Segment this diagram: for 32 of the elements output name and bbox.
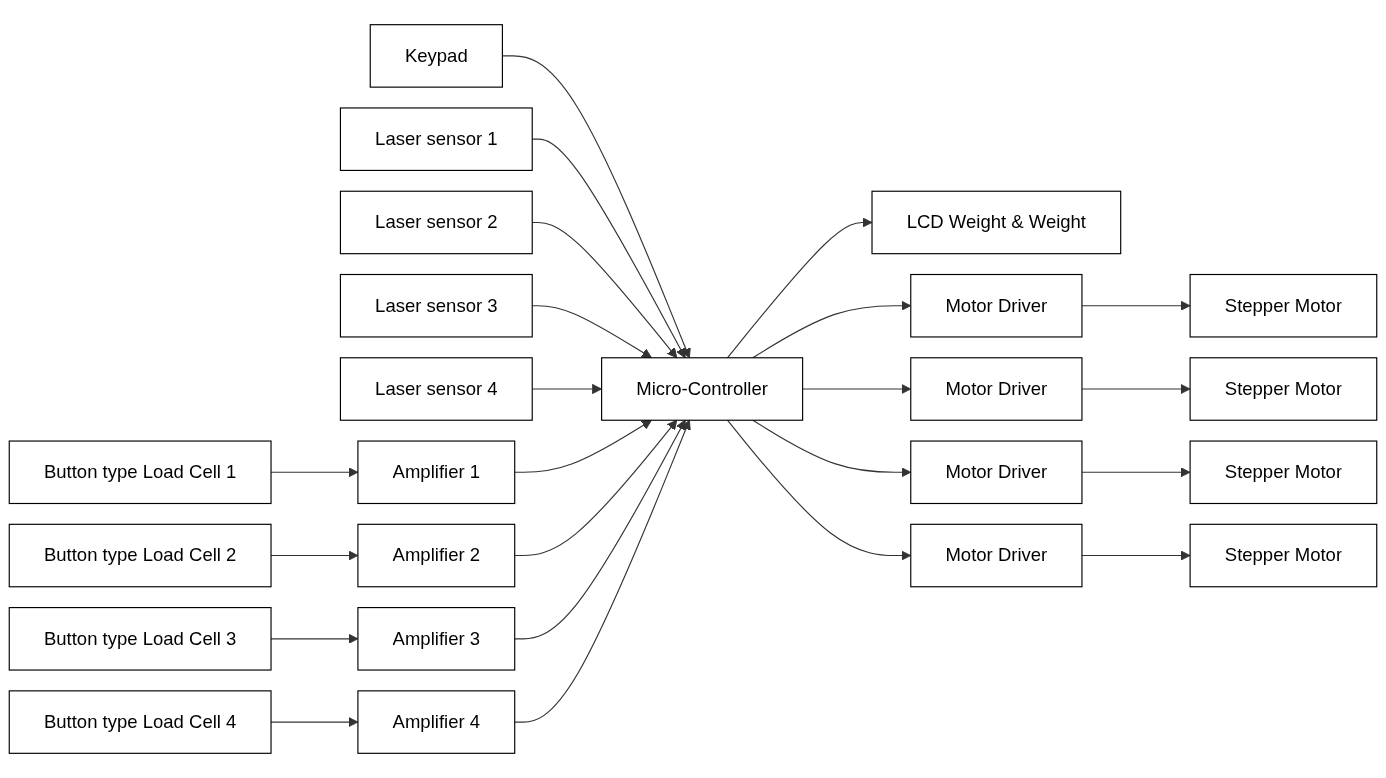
arrow [1081,467,1191,478]
arrow [514,419,678,557]
node-box: Stepper Motor [1189,273,1378,338]
node-box: Stepper Motor [1189,523,1378,588]
node-box: Amplifier 3 [357,607,516,671]
arrow [514,419,691,723]
node-box: Stepper Motor [1189,440,1378,505]
node-box: Keypad [369,24,503,88]
node-box: Micro-Controller [601,357,804,421]
node-box: Motor Driver [910,357,1083,421]
node-box: Motor Driver [910,273,1083,338]
node-box: Laser sensor 3 [339,273,533,338]
node-box: Amplifier 4 [357,690,516,754]
arrow [514,419,652,473]
node-box: Laser sensor 4 [339,357,533,421]
node-box: Button type Load Cell 2 [8,523,272,588]
node-box: Button type Load Cell 4 [8,690,272,754]
arrow [1081,300,1191,311]
node-box: Stepper Motor [1189,357,1378,421]
arrow [726,217,873,359]
node-box: Laser sensor 2 [339,190,533,255]
node-box: Motor Driver [910,440,1083,505]
arrow [1081,550,1191,561]
node-box: LCD Weight & Weight [871,190,1122,255]
node-box: Button type Load Cell 1 [8,440,272,505]
arrow [514,419,686,640]
arrow [1081,383,1191,395]
node-box: Button type Load Cell 3 [8,607,272,671]
node-box: Amplifier 1 [357,440,516,505]
node-box: Amplifier 2 [357,523,516,588]
node-box: Motor Driver [910,523,1083,588]
node-box: Laser sensor 1 [339,107,533,171]
